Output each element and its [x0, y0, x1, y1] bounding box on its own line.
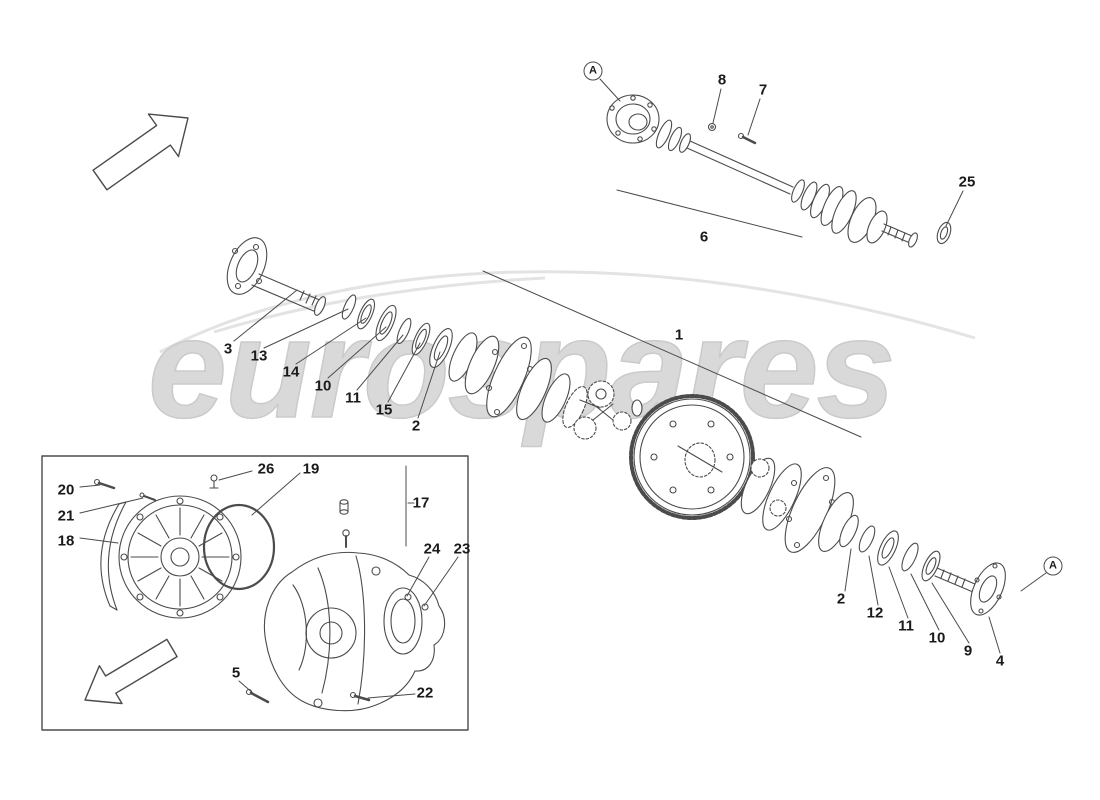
axle-shaft-drawing	[606, 94, 952, 248]
inset-direction-arrow-icon	[84, 638, 178, 705]
part-callout-13[interactable]: 13	[250, 347, 268, 365]
part-callout-1[interactable]: 1	[674, 326, 684, 344]
part-callout-8[interactable]: 8	[717, 71, 727, 89]
part-callout-2[interactable]: 2	[836, 590, 846, 608]
inset-box	[41, 455, 469, 731]
part-callout-5[interactable]: 5	[231, 664, 241, 682]
part-callout-7[interactable]: 7	[758, 81, 768, 99]
part-callout-17[interactable]: 17	[412, 494, 430, 512]
part-callout-2[interactable]: 2	[411, 417, 421, 435]
part-callout-19[interactable]: 19	[302, 460, 320, 478]
reference-letter-a[interactable]: A	[1043, 556, 1063, 576]
part-callout-4[interactable]: 4	[995, 652, 1005, 670]
reference-letter-a[interactable]: A	[583, 61, 603, 81]
cover-plate-drawing	[93, 474, 276, 619]
part-callout-9[interactable]: 9	[963, 642, 973, 660]
part-callout-22[interactable]: 22	[416, 684, 434, 702]
part-callout-14[interactable]: 14	[282, 363, 300, 381]
watermark-swoosh	[159, 270, 976, 354]
part-callout-23[interactable]: 23	[453, 540, 471, 558]
part-callout-11[interactable]: 11	[345, 389, 361, 407]
differential-housing-drawing	[245, 499, 446, 712]
part-callout-24[interactable]: 24	[423, 540, 441, 558]
direction-arrow-icon	[92, 113, 189, 191]
part-callout-6[interactable]: 6	[699, 228, 709, 246]
part-callout-21[interactable]: 21	[57, 507, 75, 525]
part-callout-25[interactable]: 25	[958, 173, 976, 191]
part-callout-18[interactable]: 18	[57, 532, 75, 550]
leader-lines	[79, 78, 1047, 699]
part-callout-11[interactable]: 11	[898, 617, 914, 635]
part-callout-15[interactable]: 15	[375, 401, 393, 419]
pinion-assembly-drawing	[226, 237, 643, 440]
part-callout-12[interactable]: 12	[866, 604, 884, 622]
part-callout-3[interactable]: 3	[223, 340, 233, 358]
ring-gear-drawing	[629, 394, 1006, 616]
part-callout-26[interactable]: 26	[257, 460, 275, 478]
part-callout-10[interactable]: 10	[314, 377, 332, 395]
part-callout-20[interactable]: 20	[57, 481, 75, 499]
part-callout-10[interactable]: 10	[928, 629, 946, 647]
